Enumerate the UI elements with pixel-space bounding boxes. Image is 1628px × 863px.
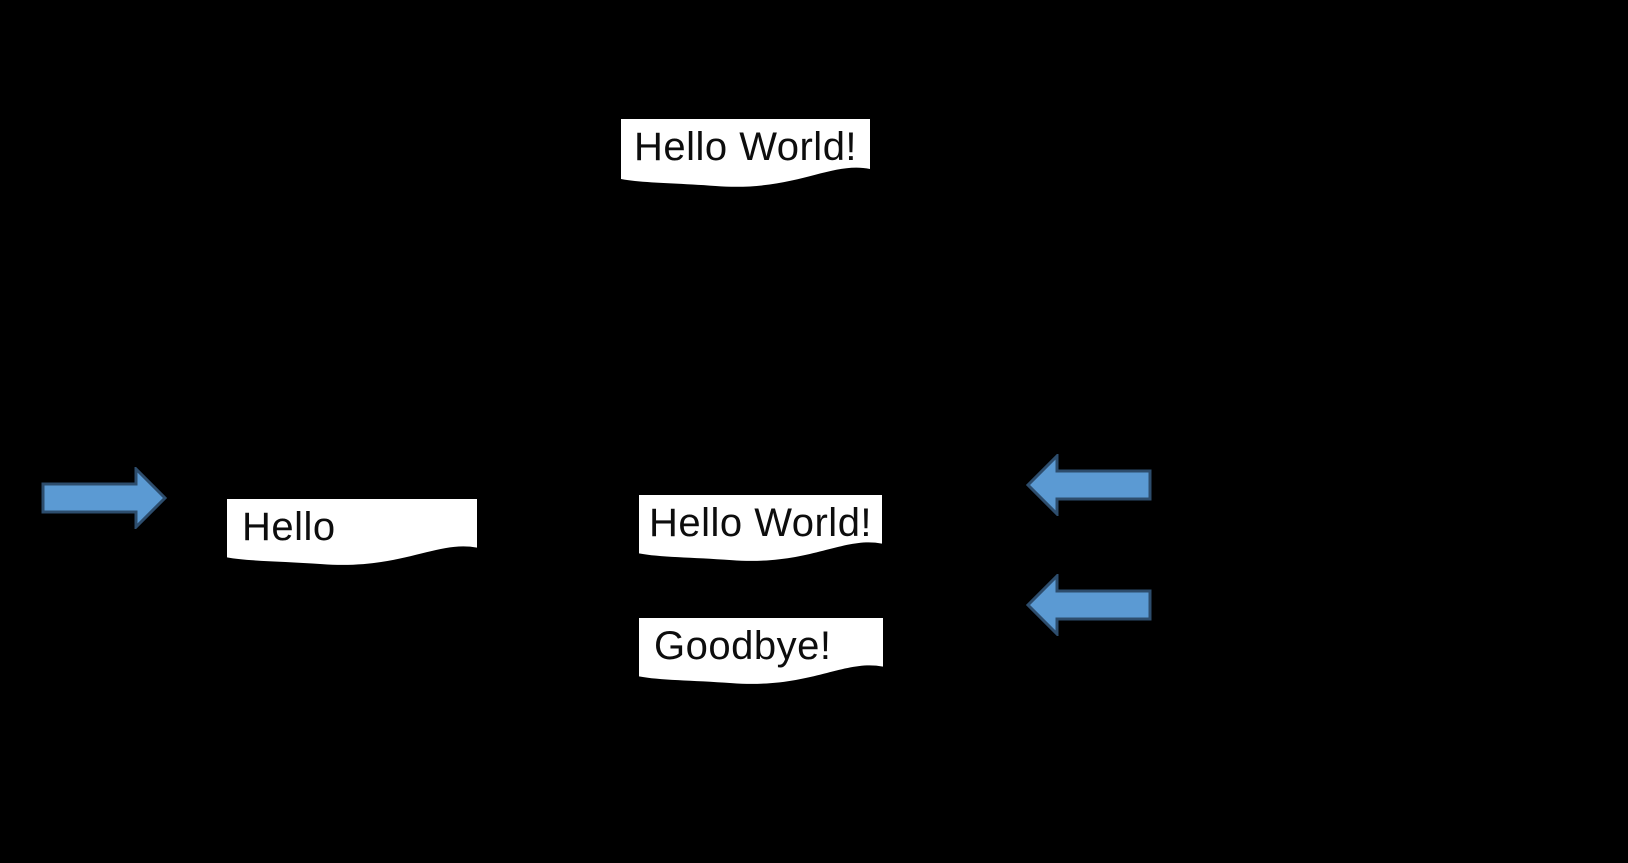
wave-shape-path (621, 119, 870, 187)
wave-callout-left: Hello (227, 499, 477, 569)
wave-callout-top-label: Hello World! (633, 125, 858, 169)
wave-shape (227, 499, 477, 565)
wave-callout-left-label: Hello (242, 505, 336, 549)
arrow-left-upper-icon (1026, 454, 1152, 516)
arrow-left-lower-polygon (1026, 574, 1152, 636)
wave-shape (639, 618, 883, 684)
arrow-left-upper-svg (1026, 454, 1152, 516)
wave-callout-goodbye-label: Goodbye! (654, 624, 832, 668)
wave-shape-path (639, 618, 883, 684)
wave-callout-goodbye: Goodbye! (639, 618, 883, 688)
wave-callout-center: Hello World! (639, 495, 882, 565)
wave-callout-top: Hello World! (621, 119, 870, 191)
wave-shape-path (639, 495, 882, 561)
wave-callout-center-label: Hello World! (648, 501, 873, 545)
wave-shape-path (227, 499, 477, 565)
wave-shape (621, 119, 870, 187)
arrow-right-svg (41, 467, 167, 529)
arrow-left-upper-polygon (1026, 454, 1152, 516)
arrow-right-polygon (41, 467, 167, 529)
wave-shape (639, 495, 882, 561)
arrow-right-icon (41, 467, 167, 529)
arrow-left-lower-icon (1026, 574, 1152, 636)
arrow-left-lower-svg (1026, 574, 1152, 636)
